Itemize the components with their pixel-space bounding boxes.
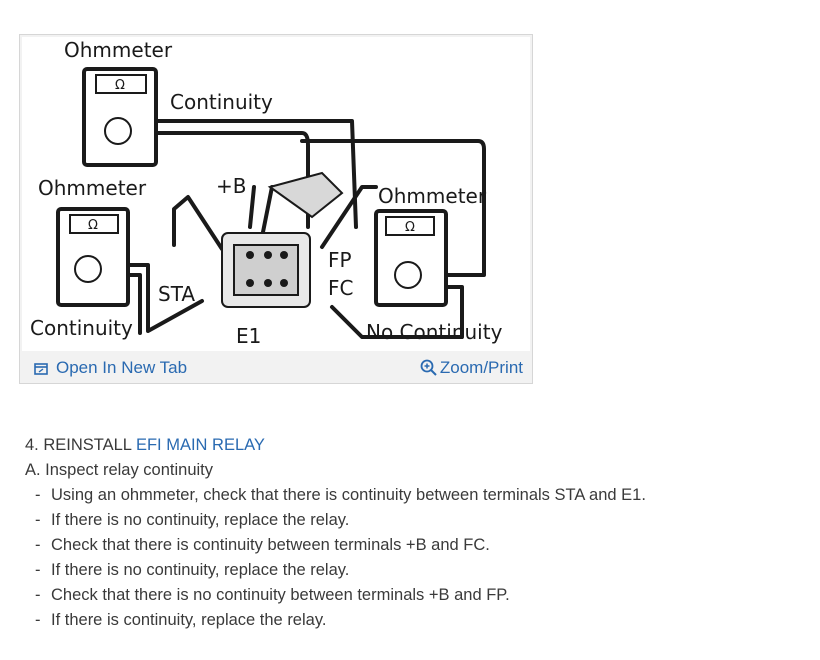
efi-main-relay-link[interactable]: EFI MAIN RELAY (135, 436, 265, 454)
list-item: -Check that there is continuity between … (35, 536, 490, 554)
relay-diagram: Ohmmeter Continuity Ohmmeter +B Ohmmeter… (30, 38, 503, 348)
ohmmeter-top-dial (104, 117, 132, 145)
step-heading: 4. REINSTALL EFI MAIN RELAY (25, 433, 805, 458)
label-continuity-left: Continuity (30, 316, 133, 340)
wire-right-3 (320, 185, 378, 249)
relay-diagram-image: Ohmmeter Continuity Ohmmeter +B Ohmmeter… (22, 37, 530, 351)
probe-mid (260, 185, 274, 239)
label-ohmmeter-left: Ohmmeter (38, 176, 147, 200)
step-number: 4. REINSTALL (25, 436, 136, 454)
label-ohmmeter-right: Ohmmeter (378, 184, 487, 208)
wire-top-1 (154, 119, 358, 229)
list-item: -If there is no continuity, replace the … (35, 511, 350, 529)
ohm-symbol-top: Ω (115, 78, 125, 93)
list-item: -If there is continuity, replace the rel… (35, 611, 327, 629)
wire-right-1 (300, 139, 486, 277)
label-ohmmeter-top: Ohmmeter (64, 38, 173, 62)
sub-heading: A. Inspect relay continuity (25, 461, 214, 479)
ohmmeter-right-display (385, 216, 435, 236)
list-item: -Check that there is no continuity betwe… (35, 586, 510, 604)
wire-left-2 (126, 273, 142, 335)
open-new-tab-icon (34, 361, 48, 375)
ohm-symbol-left: Ω (88, 218, 98, 233)
label-plus-b: +B (216, 174, 246, 198)
ohmmeter-top-body (82, 67, 158, 167)
relay-connector (267, 171, 344, 219)
zoom-print-label: Zoom/Print (439, 358, 523, 377)
ohmmeter-top-display (95, 74, 147, 94)
label-no-continuity: No Continuity (366, 320, 503, 344)
label-e1: E1 (236, 324, 261, 348)
zoom-in-icon (420, 359, 438, 377)
list-item: -Using an ohmmeter, check that there is … (35, 486, 646, 504)
label-sta: STA (158, 282, 195, 306)
probe-plus-b (248, 185, 256, 229)
ohmmeter-right-dial (394, 261, 422, 289)
instruction-list: -Using an ohmmeter, check that there is … (25, 483, 805, 633)
open-in-new-tab-link[interactable]: Open In New Tab (34, 358, 187, 378)
label-continuity-top: Continuity (170, 90, 273, 114)
ohmmeter-right-body (374, 209, 448, 307)
label-fc: FC (328, 276, 353, 300)
procedure-content: 4. REINSTALL EFI MAIN RELAY A. Inspect r… (25, 433, 805, 633)
wire-top-2 (154, 131, 310, 229)
ohmmeter-left-body (56, 207, 130, 307)
open-in-new-tab-label: Open In New Tab (56, 358, 188, 377)
figure-toolbar: Open In New Tab Zoom/Print (20, 351, 532, 383)
ohm-symbol-right: Ω (405, 220, 415, 235)
wire-right-2 (330, 285, 464, 339)
wire-left-3 (172, 195, 224, 251)
list-item: -If there is no continuity, replace the … (35, 561, 350, 579)
ohmmeter-left-display (69, 214, 119, 234)
label-fp: FP (328, 248, 352, 272)
figure-card: Ohmmeter Continuity Ohmmeter +B Ohmmeter… (19, 34, 533, 384)
ohmmeter-left-dial (74, 255, 102, 283)
wire-left-1 (126, 263, 204, 333)
zoom-print-link[interactable]: Zoom/Print (420, 357, 523, 379)
